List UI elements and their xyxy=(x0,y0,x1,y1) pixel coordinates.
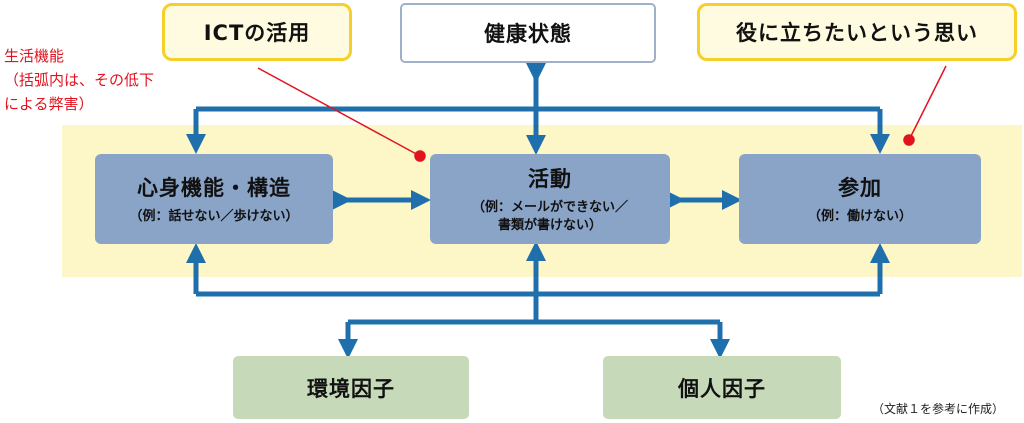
personal-factor-box: 個人因子 xyxy=(603,356,841,419)
activity-box: 活動 （例：メールができない／ 書類が書けない） xyxy=(430,154,670,244)
source-note: （文献１を参考に作成） xyxy=(872,402,1005,416)
participation-label: 参加 xyxy=(838,176,882,200)
activity-example: （例：メールができない／ 書類が書けない） xyxy=(471,200,628,233)
ict-box: ICTの活用 xyxy=(162,3,352,61)
participation-box: 参加 （例：働けない） xyxy=(739,154,981,244)
personal-factor-label: 個人因子 xyxy=(678,376,766,401)
body-function-box: 心身機能・構造 （例：話せない／歩けない） xyxy=(95,154,333,244)
wish-label: 役に立ちたいという思い xyxy=(736,21,978,45)
body-function-example: （例：話せない／歩けない） xyxy=(129,209,299,224)
wish-box: 役に立ちたいという思い xyxy=(697,3,1017,61)
activity-label: 活動 xyxy=(528,167,572,191)
ict-label: ICTの活用 xyxy=(203,21,311,45)
pointer-ict-activity xyxy=(257,67,421,157)
pointer-dot-activity xyxy=(414,150,426,162)
pointer-dot-participation xyxy=(903,134,915,146)
body-function-label: 心身機能・構造 xyxy=(137,176,291,200)
participation-example: （例：働けない） xyxy=(807,209,912,224)
health-label: 健康状態 xyxy=(484,22,572,46)
life-function-note: 生活機能 （括弧内は、その低下 による弊害） xyxy=(4,47,155,113)
pointer-wish-participation xyxy=(908,65,947,141)
health-box: 健康状態 xyxy=(400,3,656,63)
environment-factor-box: 環境因子 xyxy=(233,356,469,419)
environment-factor-label: 環境因子 xyxy=(307,376,395,401)
